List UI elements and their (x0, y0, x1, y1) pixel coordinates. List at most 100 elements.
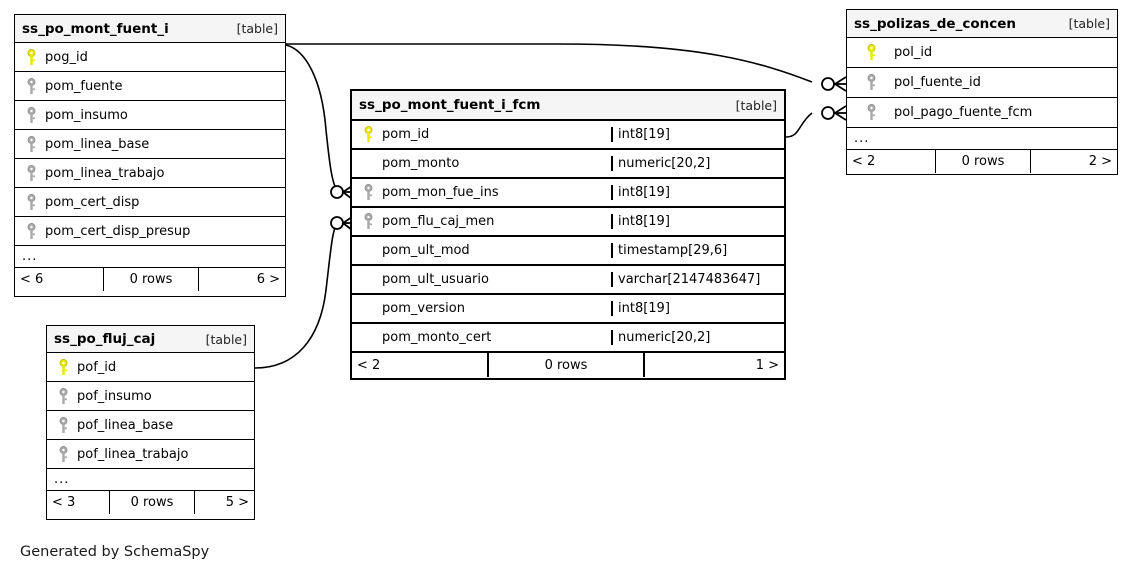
column-row-pom_linea_base[interactable]: pom_linea_base (15, 130, 285, 159)
column-label: pof_linea_base (77, 417, 174, 433)
entity-footer: < 6 0 rows 6 > (15, 268, 285, 291)
column-type: int8[19] (611, 185, 784, 200)
column-name-cell: pom_monto (352, 156, 611, 171)
entity-ss_po_mont_fuent_i[interactable]: ss_po_mont_fuent_i [table] pog_id pom_fu… (14, 14, 286, 297)
footer-row-count: 0 rows (109, 491, 194, 514)
column-name-cell: pom_id (352, 126, 611, 143)
column-label: pom_mon_fue_ins (382, 185, 499, 200)
column-label: pom_ult_mod (382, 243, 470, 258)
column-label: pom_monto_cert (382, 330, 492, 345)
entity-ss_po_fluj_caj[interactable]: ss_po_fluj_caj [table] pof_id pof_insumo (46, 325, 255, 520)
entity-title: ss_po_mont_fuent_i (22, 20, 169, 37)
column-label: pof_insumo (77, 388, 152, 404)
column-name-cell: pom_cert_disp_presup (15, 222, 285, 240)
footer-next-count[interactable]: 2 > (1030, 150, 1117, 173)
column-label: pol_pago_fuente_fcm (894, 105, 1033, 120)
column-row-pom_insumo[interactable]: pom_insumo (15, 101, 285, 130)
entity-header: ss_po_mont_fuent_i_fcm [table] (352, 91, 784, 121)
column-row-pof_insumo[interactable]: pof_insumo (47, 382, 254, 411)
entity-footer: < 2 0 rows 1 > (352, 353, 784, 377)
column-row-pom_ult_usuario[interactable]: pom_ult_usuario varchar[2147483647] (352, 266, 784, 295)
entity-ss_polizas_de_concen[interactable]: ss_polizas_de_concen [table] pol_id pol_… (846, 9, 1118, 175)
footer-row-count: 0 rows (103, 268, 198, 291)
footer-prev-count[interactable]: < 2 (357, 357, 381, 373)
foreign-key-icon (22, 222, 40, 240)
column-row-pof_linea_base[interactable]: pof_linea_base (47, 411, 254, 440)
footer-next-count[interactable]: 5 > (194, 491, 254, 514)
foreign-key-icon (22, 164, 40, 182)
column-row-pom_linea_trabajo[interactable]: pom_linea_trabajo (15, 159, 285, 188)
footer-next-count[interactable]: 1 > (643, 353, 784, 377)
column-row-pom_cert_disp[interactable]: pom_cert_disp (15, 188, 285, 217)
foreign-key-icon (22, 77, 40, 95)
footer-row-count: 0 rows (935, 150, 1030, 173)
column-label: pom_ult_usuario (382, 272, 489, 287)
connector-end-pom_flu_caj_men (330, 216, 353, 231)
column-name-cell: pom_ult_usuario (352, 272, 611, 287)
column-row-pof_linea_trabajo[interactable]: pof_linea_trabajo (47, 440, 254, 469)
foreign-key-icon (359, 213, 377, 230)
foreign-key-icon (22, 106, 40, 124)
column-name-cell: pom_linea_trabajo (15, 164, 285, 182)
footer-prev-count[interactable]: < 3 (52, 495, 76, 510)
column-name-cell: pol_id (847, 44, 1117, 61)
edge-pog_id-to-pol_fuente_id (286, 43, 813, 83)
column-type: int8[19] (611, 301, 784, 316)
entity-type-tag: [table] (1068, 16, 1110, 31)
column-label: pol_id (894, 45, 933, 60)
column-label: pol_fuente_id (894, 75, 981, 90)
primary-key-icon (854, 44, 888, 61)
entity-footer: < 2 0 rows 2 > (847, 150, 1117, 173)
column-name-cell: pom_insumo (15, 106, 285, 124)
foreign-key-icon (854, 74, 888, 91)
column-label: pom_insumo (45, 107, 128, 123)
column-row-pom_flu_caj_men[interactable]: pom_flu_caj_men int8[19] (352, 208, 784, 237)
column-name-cell: pof_linea_base (47, 416, 254, 434)
primary-key-icon (359, 126, 377, 143)
column-label: pom_cert_disp (45, 194, 140, 210)
column-type: numeric[20,2] (611, 330, 784, 345)
column-row-pom_cert_disp_presup[interactable]: pom_cert_disp_presup (15, 217, 285, 246)
column-row-pol_pago_fuente_fcm[interactable]: pol_pago_fuente_fcm (847, 98, 1117, 128)
column-name-cell: pof_insumo (47, 387, 254, 405)
column-label: pom_linea_base (45, 136, 150, 152)
column-row-pom_ult_mod[interactable]: pom_ult_mod timestamp[29,6] (352, 237, 784, 266)
footer-prev-count[interactable]: < 2 (852, 154, 876, 169)
footer-row-count: 0 rows (487, 353, 643, 377)
foreign-key-icon (854, 104, 888, 121)
footer-next-count[interactable]: 6 > (198, 268, 285, 291)
column-row-pog_id[interactable]: pog_id (15, 43, 285, 72)
column-name-cell: pof_id (47, 358, 254, 376)
column-row-pom_fuente[interactable]: pom_fuente (15, 72, 285, 101)
column-type: varchar[2147483647] (611, 272, 784, 287)
column-row-pom_monto[interactable]: pom_monto numeric[20,2] (352, 150, 784, 179)
column-row-pom_mon_fue_ins[interactable]: pom_mon_fue_ins int8[19] (352, 179, 784, 208)
column-row-pom_version[interactable]: pom_version int8[19] (352, 295, 784, 324)
foreign-key-icon (22, 193, 40, 211)
entity-ss_po_mont_fuent_i_fcm[interactable]: ss_po_mont_fuent_i_fcm [table] pom_id in… (350, 89, 786, 380)
column-row-pom_monto_cert[interactable]: pom_monto_cert numeric[20,2] (352, 324, 784, 353)
column-label: pom_monto (382, 156, 460, 171)
column-row-pol_fuente_id[interactable]: pol_fuente_id (847, 68, 1117, 98)
entity-header: ss_po_fluj_caj [table] (47, 326, 254, 353)
primary-key-icon (22, 48, 40, 66)
column-type: timestamp[29,6] (611, 243, 784, 258)
column-name-cell: pol_pago_fuente_fcm (847, 104, 1117, 121)
column-name-cell: pol_fuente_id (847, 74, 1117, 91)
foreign-key-icon (54, 387, 72, 405)
column-row-pof_id[interactable]: pof_id (47, 353, 254, 382)
foreign-key-icon (54, 445, 72, 463)
edge-pom_id-to-pol_pago_fuente_fcm (785, 112, 813, 138)
entity-title: ss_po_mont_fuent_i_fcm (359, 97, 541, 113)
entity-title: ss_po_fluj_caj (54, 331, 156, 347)
column-row-pom_id[interactable]: pom_id int8[19] (352, 121, 784, 150)
foreign-key-icon (22, 135, 40, 153)
column-name-cell: pom_version (352, 301, 611, 316)
column-name-cell: pom_linea_base (15, 135, 285, 153)
edge-pog_id-to-pom_mon_fue_ins (285, 44, 338, 192)
column-type: int8[19] (611, 127, 784, 142)
column-row-pol_id[interactable]: pol_id (847, 38, 1117, 68)
footer-prev-count[interactable]: < 6 (20, 272, 44, 287)
more-columns-indicator: ... (47, 469, 254, 491)
